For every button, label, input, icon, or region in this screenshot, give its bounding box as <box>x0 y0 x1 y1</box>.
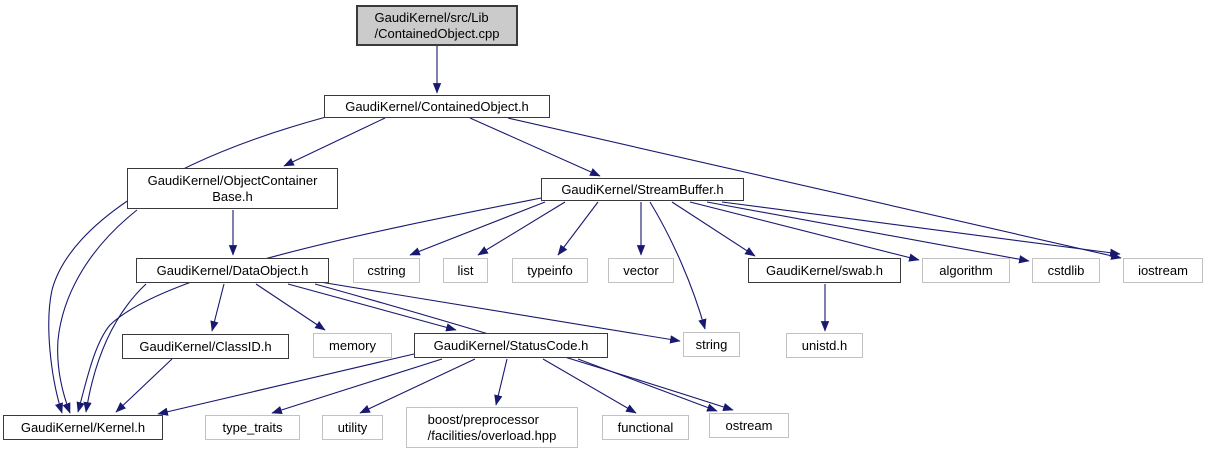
node-memory: memory <box>313 333 392 358</box>
node-label: utility <box>337 419 368 435</box>
node-label: type_traits <box>222 419 283 435</box>
edge-statuscode-h-ostream <box>577 358 718 412</box>
node-label: GaudiKernel/swab.h <box>765 262 884 278</box>
node-label: GaudiKernel/StreamBuffer.h <box>561 181 724 197</box>
node-label: GaudiKernel/ClassID.h <box>139 338 272 354</box>
node-string: string <box>683 332 740 357</box>
node-label: GaudiKernel/src/Lib /ContainedObject.cpp <box>374 9 500 41</box>
edge-statuscode-h-functional <box>542 358 637 414</box>
edge-classid-h-kernel-h <box>115 358 173 413</box>
edge-streambuffer-h-swab-h <box>671 201 756 257</box>
node-label: GaudiKernel/Kernel.h <box>20 419 146 435</box>
node-kernel-h[interactable]: GaudiKernel/Kernel.h <box>3 415 163 440</box>
node-label: functional <box>617 419 674 435</box>
edge-containedobject-h-iostream <box>507 117 1122 260</box>
node-label: memory <box>329 337 376 353</box>
edge-dataobject-h-statuscode-h <box>287 283 457 332</box>
edge-statuscode-h-utility <box>359 358 476 414</box>
edge-objectcontainerbase-h-kernel-h <box>57 209 138 414</box>
node-ostream: ostream <box>709 413 789 438</box>
node-type-traits: type_traits <box>205 415 300 440</box>
node-label: boost/preprocessor /facilities/overload.… <box>427 411 557 443</box>
edge-streambuffer-h-kernel-h <box>76 197 542 413</box>
node-algorithm: algorithm <box>922 258 1010 283</box>
edge-streambuffer-h-cstdlib <box>706 201 1030 264</box>
node-label: GaudiKernel/ObjectContainer Base.h <box>147 172 318 204</box>
node-unistd-h: unistd.h <box>786 333 863 358</box>
edge-containedobject-h-streambuffer-h <box>469 117 601 177</box>
node-label: GaudiKernel/DataObject.h <box>156 262 309 278</box>
node-label: ostream <box>725 417 773 433</box>
node-label: cstdlib <box>1047 262 1085 278</box>
node-label: GaudiKernel/ContainedObject.h <box>345 98 529 114</box>
node-label: GaudiKernel/StatusCode.h <box>433 337 589 353</box>
node-containedobject-cpp[interactable]: GaudiKernel/src/Lib /ContainedObject.cpp <box>356 5 518 46</box>
node-containedobject-h[interactable]: GaudiKernel/ContainedObject.h <box>324 95 550 118</box>
edge-dataobject-h-memory <box>255 283 326 331</box>
node-label: algorithm <box>939 262 993 278</box>
edge-streambuffer-h-typeinfo <box>557 201 599 256</box>
edge-streambuffer-h-string <box>649 201 707 330</box>
node-cstring: cstring <box>353 258 420 283</box>
edge-dataobject-h-kernel-h <box>83 283 147 413</box>
edge-dataobject-h-string <box>319 281 681 344</box>
node-label: iostream <box>1138 262 1188 278</box>
node-label: unistd.h <box>801 337 848 353</box>
node-iostream: iostream <box>1123 258 1203 283</box>
node-utility: utility <box>322 415 383 440</box>
edge-containedobject-h-objectcontainerbase-h <box>283 117 386 167</box>
node-objectcontainerbase-h[interactable]: GaudiKernel/ObjectContainer Base.h <box>127 168 338 209</box>
edge-statuscode-h-kernel-h <box>157 353 415 416</box>
edge-streambuffer-h-cstring <box>409 201 546 256</box>
node-statuscode-h[interactable]: GaudiKernel/StatusCode.h <box>414 333 608 358</box>
node-label: cstring <box>367 262 406 278</box>
node-dataobject-h[interactable]: GaudiKernel/DataObject.h <box>136 258 329 283</box>
edge-statuscode-h-boost-overload <box>494 358 508 406</box>
node-classid-h[interactable]: GaudiKernel/ClassID.h <box>122 334 289 359</box>
edge-statuscode-h-type-traits <box>271 358 443 414</box>
node-vector: vector <box>608 258 674 283</box>
node-streambuffer-h[interactable]: GaudiKernel/StreamBuffer.h <box>541 178 744 201</box>
node-functional: functional <box>602 415 689 440</box>
node-label: vector <box>623 262 659 278</box>
edge-dataobject-h-classid-h <box>210 283 225 332</box>
node-label: string <box>695 336 728 352</box>
node-typeinfo: typeinfo <box>512 258 588 283</box>
node-list: list <box>443 258 488 283</box>
node-boost-overload: boost/preprocessor /facilities/overload.… <box>406 407 578 448</box>
edge-streambuffer-h-iostream <box>721 201 1121 257</box>
edge-streambuffer-h-list <box>477 201 566 256</box>
edge-containedobject-h-kernel-h <box>48 116 327 414</box>
node-label: typeinfo <box>527 262 573 278</box>
node-cstdlib: cstdlib <box>1032 258 1100 283</box>
node-swab-h[interactable]: GaudiKernel/swab.h <box>748 258 901 283</box>
edge-streambuffer-h-algorithm <box>689 201 920 262</box>
node-label: list <box>457 262 474 278</box>
